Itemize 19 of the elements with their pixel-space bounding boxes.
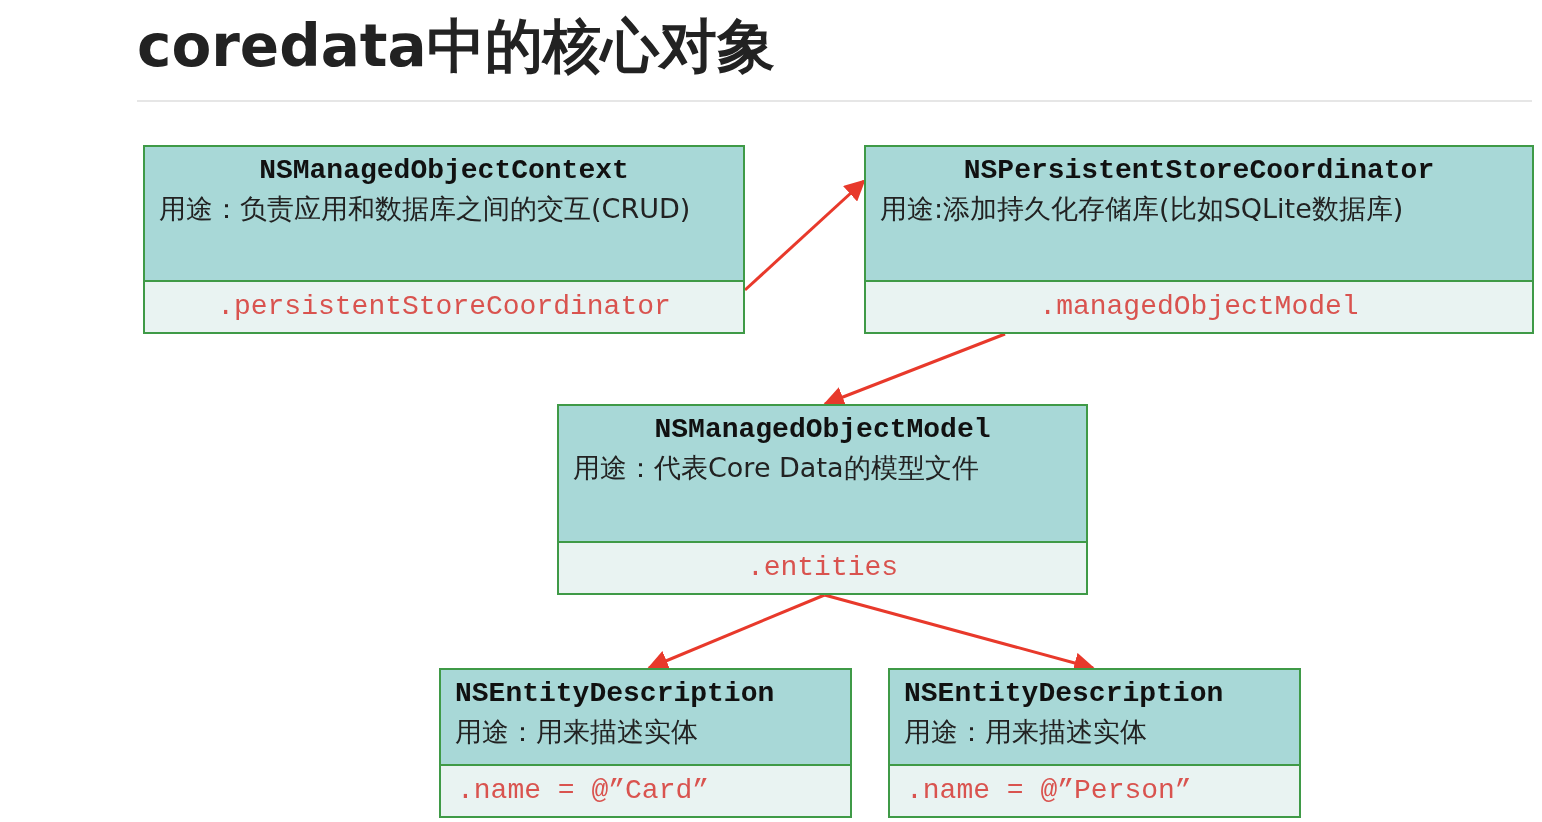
purpose-text: 用途：负责应用和数据库之间的交互(CRUD) bbox=[159, 192, 692, 226]
purpose-text: 用途:添加持久化存储库(比如SQLite数据库) bbox=[880, 192, 1405, 226]
class-box bbox=[557, 404, 1088, 595]
purpose-text: 用途：用来描述实体 bbox=[904, 715, 1148, 749]
arrow bbox=[744, 179, 866, 292]
class-name: NSManagedObjectModel bbox=[653, 413, 992, 447]
class-name: NSEntityDescription bbox=[455, 677, 776, 711]
class-name: NSEntityDescription bbox=[904, 677, 1225, 711]
arrow bbox=[823, 332, 1006, 407]
class-box bbox=[439, 668, 852, 818]
purpose-text: 用途：用来描述实体 bbox=[455, 715, 699, 749]
purpose-text: 用途：代表Core Data的模型文件 bbox=[573, 451, 980, 485]
class-box bbox=[888, 668, 1301, 818]
class-name: NSManagedObjectContext bbox=[258, 154, 630, 188]
title: coredata中的核心对象 bbox=[137, 11, 775, 82]
class-box bbox=[864, 145, 1534, 334]
class-box bbox=[143, 145, 745, 334]
class-name: NSPersistentStoreCoordinator bbox=[962, 154, 1436, 188]
arrow bbox=[647, 593, 826, 671]
